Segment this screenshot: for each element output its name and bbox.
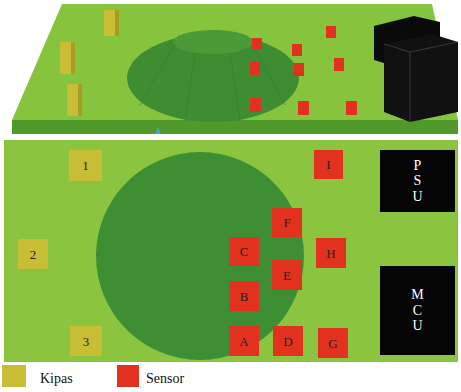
unit-box: MCU bbox=[380, 266, 455, 355]
node-label: E bbox=[283, 269, 291, 282]
node-label: MCU bbox=[411, 287, 425, 333]
legend-label: Kipas bbox=[40, 371, 73, 387]
board-edge bbox=[12, 120, 458, 134]
sensor-box: H bbox=[316, 238, 346, 268]
dome-plan bbox=[96, 152, 304, 360]
dome-top bbox=[173, 30, 253, 54]
sensor-box: I bbox=[314, 150, 343, 179]
node-label: 2 bbox=[30, 248, 37, 261]
legend-swatch bbox=[2, 365, 26, 387]
fan-box: 3 bbox=[70, 326, 102, 356]
fan-3d bbox=[60, 10, 119, 116]
sensor-box: B bbox=[229, 281, 259, 311]
sensor-box: A bbox=[229, 326, 259, 356]
node-label: 1 bbox=[82, 159, 89, 172]
sensor-box: D bbox=[273, 326, 303, 356]
board-plan bbox=[4, 140, 458, 362]
node-label: I bbox=[326, 158, 330, 171]
legend-swatch bbox=[117, 365, 139, 387]
node-label: B bbox=[240, 290, 249, 303]
marker bbox=[155, 127, 161, 134]
node-label: D bbox=[283, 335, 292, 348]
sensor-3d bbox=[250, 26, 357, 115]
node-label: G bbox=[328, 337, 337, 350]
sensor-box: E bbox=[272, 260, 302, 290]
node-label: F bbox=[283, 216, 290, 229]
sensor-box: F bbox=[272, 208, 302, 237]
node-label: PSU bbox=[411, 158, 425, 204]
fan-box: 1 bbox=[69, 150, 102, 181]
fan-box: 2 bbox=[18, 239, 48, 269]
unit-box: PSU bbox=[380, 150, 455, 212]
node-label: 3 bbox=[83, 335, 90, 348]
sensor-box: G bbox=[318, 328, 348, 358]
unit-3d bbox=[374, 16, 458, 122]
node-label: C bbox=[240, 245, 249, 258]
sensor-box: C bbox=[229, 237, 259, 266]
node-label: A bbox=[239, 335, 248, 348]
node-label: H bbox=[326, 247, 335, 260]
legend-label: Sensor bbox=[146, 371, 184, 387]
